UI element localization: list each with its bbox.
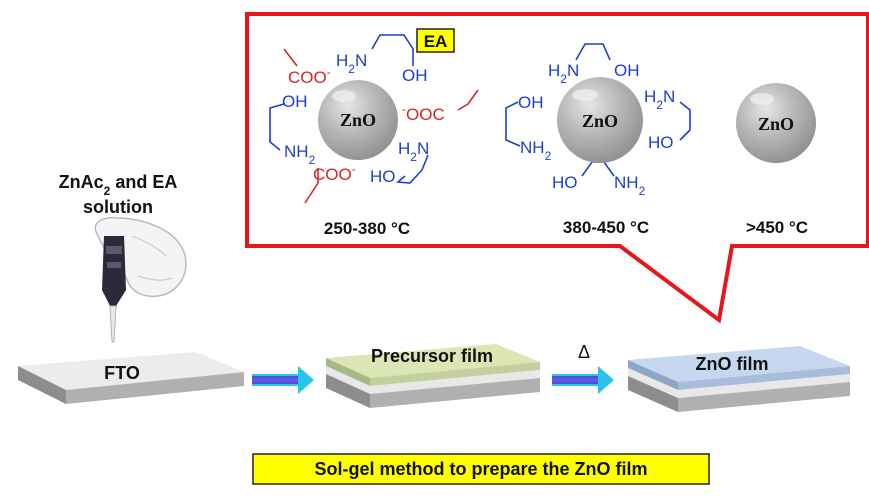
precursor-label: Precursor film	[371, 346, 493, 366]
stage-1-zno-label: ZnO	[340, 110, 376, 130]
substrate-fto: FTO	[18, 352, 244, 404]
acetate-group-2: -OOC	[402, 102, 445, 124]
hydroxyl-oh-left: OH	[282, 92, 308, 111]
ea-label: EA	[424, 32, 448, 51]
stage-2-zno-label: ZnO	[582, 111, 618, 131]
hydroxyl-ho-bottom: HO	[370, 167, 396, 186]
stage-3-temperature: >450 °C	[746, 218, 808, 237]
substrate-zno-film: ZnO film	[628, 346, 850, 412]
heat-symbol: Δ	[578, 342, 590, 362]
stage-3-zno-label: ZnO	[758, 114, 794, 134]
acetate-group-3: COO-	[313, 162, 356, 184]
fto-label: FTO	[104, 363, 140, 383]
zno-film-label: ZnO film	[696, 354, 769, 374]
stage-2-hydroxyl-3: HO	[648, 133, 674, 152]
stage-1-temperature: 250-380 °C	[324, 219, 410, 238]
stage-2-hydroxyl-4: HO	[552, 173, 578, 192]
caption-text: Sol-gel method to prepare the ZnO film	[314, 459, 647, 479]
substrate-precursor: Precursor film	[326, 344, 540, 408]
stage-2-hydroxyl-1: OH	[614, 61, 640, 80]
stage-3-particle: ZnO >450 °C	[736, 83, 816, 237]
svg-text:ZnAc2 and EA: ZnAc2 and EA	[59, 172, 178, 198]
acetate-group-1: COO-	[288, 65, 331, 87]
caption: Sol-gel method to prepare the ZnO film	[252, 453, 710, 485]
ea-tag: EA	[416, 28, 455, 53]
svg-text:Δ: Δ	[578, 342, 590, 362]
stage-2-temperature: 380-450 °C	[563, 218, 649, 237]
arrow-right-icon	[552, 366, 614, 394]
callout-box	[245, 12, 869, 324]
pipette-hand-icon	[94, 216, 187, 343]
arrow-right-icon	[252, 366, 314, 394]
stage-2-hydroxyl-2: OH	[518, 93, 544, 112]
stage-1-particle: ZnO COO- -OOC COO- H2N OH OH NH2 H2N HO …	[269, 34, 479, 238]
hydroxyl-oh-top: OH	[402, 66, 428, 85]
svg-text:solution: solution	[83, 197, 153, 217]
solution-label: ZnAc2 and EA solution	[59, 172, 178, 217]
